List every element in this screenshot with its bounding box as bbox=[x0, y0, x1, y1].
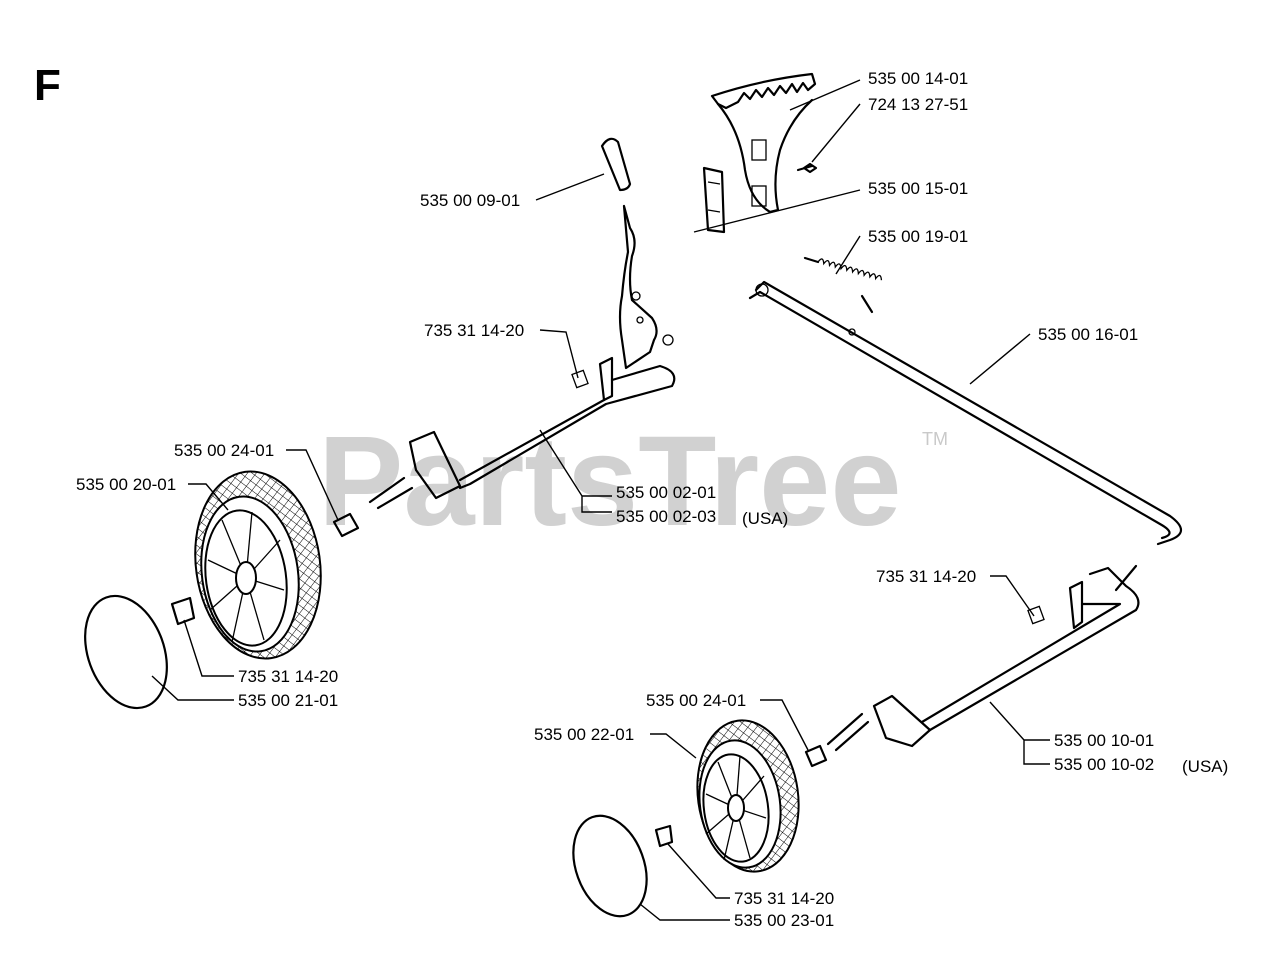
leader-lines bbox=[151, 79, 1050, 921]
label-535-00-15-01: 535 00 15-01 bbox=[868, 179, 968, 198]
label-535-00-02-03: 535 00 02-03 bbox=[616, 507, 716, 526]
left-hub-cap bbox=[84, 594, 196, 710]
watermark-trademark: TM bbox=[922, 429, 948, 449]
label-usa-right: (USA) bbox=[1182, 757, 1228, 776]
label-735-31-14-20-upper: 735 31 14-20 bbox=[424, 321, 524, 340]
right-wheel bbox=[696, 719, 800, 873]
right-hub-cap bbox=[572, 814, 674, 918]
watermark: PartsTree bbox=[318, 410, 902, 553]
rear-axle bbox=[826, 564, 1140, 752]
label-535-00-24-01-right: 535 00 24-01 bbox=[646, 691, 746, 710]
label-535-00-09-01: 535 00 09-01 bbox=[420, 191, 520, 210]
label-735-31-14-20-left-cap: 735 31 14-20 bbox=[238, 667, 338, 686]
label-535-00-23-01: 535 00 23-01 bbox=[734, 911, 834, 930]
label-535-00-10-02: 535 00 10-02 bbox=[1054, 755, 1154, 774]
bracket-screw bbox=[796, 162, 818, 174]
label-535-00-10-01: 535 00 10-01 bbox=[1054, 731, 1154, 750]
label-724-13-27-51: 724 13 27-51 bbox=[868, 95, 968, 114]
label-535-00-16-01: 535 00 16-01 bbox=[1038, 325, 1138, 344]
label-535-00-14-01: 535 00 14-01 bbox=[868, 69, 968, 88]
label-535-00-20-01: 535 00 20-01 bbox=[76, 475, 176, 494]
label-535-00-24-01-left: 535 00 24-01 bbox=[174, 441, 274, 460]
label-535-00-02-01: 535 00 02-01 bbox=[616, 483, 716, 502]
adjuster-bracket bbox=[702, 72, 817, 234]
left-wheel bbox=[194, 470, 322, 660]
label-535-00-22-01: 535 00 22-01 bbox=[534, 725, 634, 744]
height-lever bbox=[600, 137, 674, 370]
front-axle bbox=[368, 356, 676, 510]
label-535-00-19-01: 535 00 19-01 bbox=[868, 227, 968, 246]
label-735-31-14-20-right-cap: 735 31 14-20 bbox=[734, 889, 834, 908]
right-wheel-bushing bbox=[804, 744, 828, 768]
label-535-00-21-01: 535 00 21-01 bbox=[238, 691, 338, 710]
section-letter: F bbox=[34, 61, 61, 110]
part-labels: 535 00 14-01 724 13 27-51 535 00 15-01 5… bbox=[76, 69, 1228, 930]
spring bbox=[803, 256, 883, 314]
connecting-rod bbox=[748, 280, 1183, 546]
left-wheel-bushing bbox=[332, 512, 360, 538]
label-735-31-14-20-right: 735 31 14-20 bbox=[876, 567, 976, 586]
label-usa-left: (USA) bbox=[742, 509, 788, 528]
